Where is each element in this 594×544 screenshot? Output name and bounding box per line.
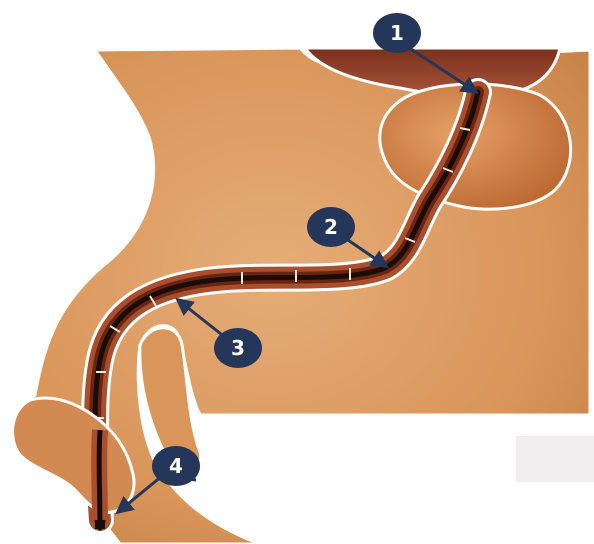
marker-4-badge: 4: [152, 446, 200, 486]
marker-1-label: 1: [390, 21, 404, 45]
glans-scope: [99, 430, 100, 528]
marker-1-badge: 1: [373, 13, 421, 53]
marker-3-label: 3: [231, 336, 245, 360]
gray-patch: [516, 436, 594, 482]
marker-2-badge: 2: [307, 207, 355, 247]
marker-2-label: 2: [324, 215, 338, 239]
marker-4-label: 4: [169, 454, 183, 478]
marker-3-badge: 3: [214, 328, 262, 368]
